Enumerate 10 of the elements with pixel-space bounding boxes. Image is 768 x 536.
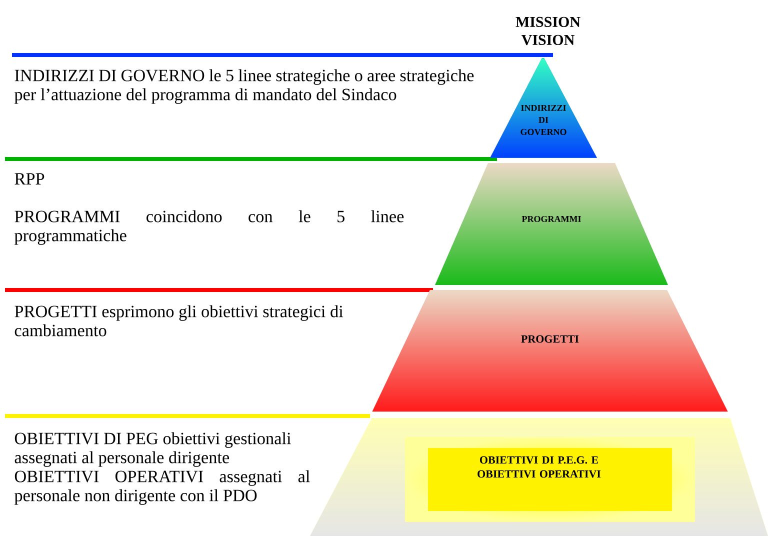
description-text: INDIRIZZI DI GOVERNO le 5 linee strategiche o aree strategiche per l’attuazione del programma di mandato del Sindaco: [14, 69, 474, 104]
pyramid-tier: INDIRIZZI DI GOVERNO: [490, 58, 597, 158]
title: MISSION VISION: [516, 16, 580, 46]
description-text: PROGRAMMI coincidono con le 5 linee programmatiche: [14, 210, 404, 245]
pyramid-tier: PROGRAMMI: [435, 163, 668, 285]
pyramid-tier: PROGETTI: [372, 290, 728, 412]
description-text: PROGETTI esprimono gli obiettivi strategici di cambiamento: [14, 305, 344, 336]
description-text: OBIETTIVI DI PEG obiettivi gestionali assegnati al personale dirigente: [14, 432, 291, 467]
pyramid-tier: OBIETTIVI DI P.E.G. E OBIETTIVI OPERATIVI: [310, 418, 768, 536]
description-text: RPP: [14, 173, 44, 184]
